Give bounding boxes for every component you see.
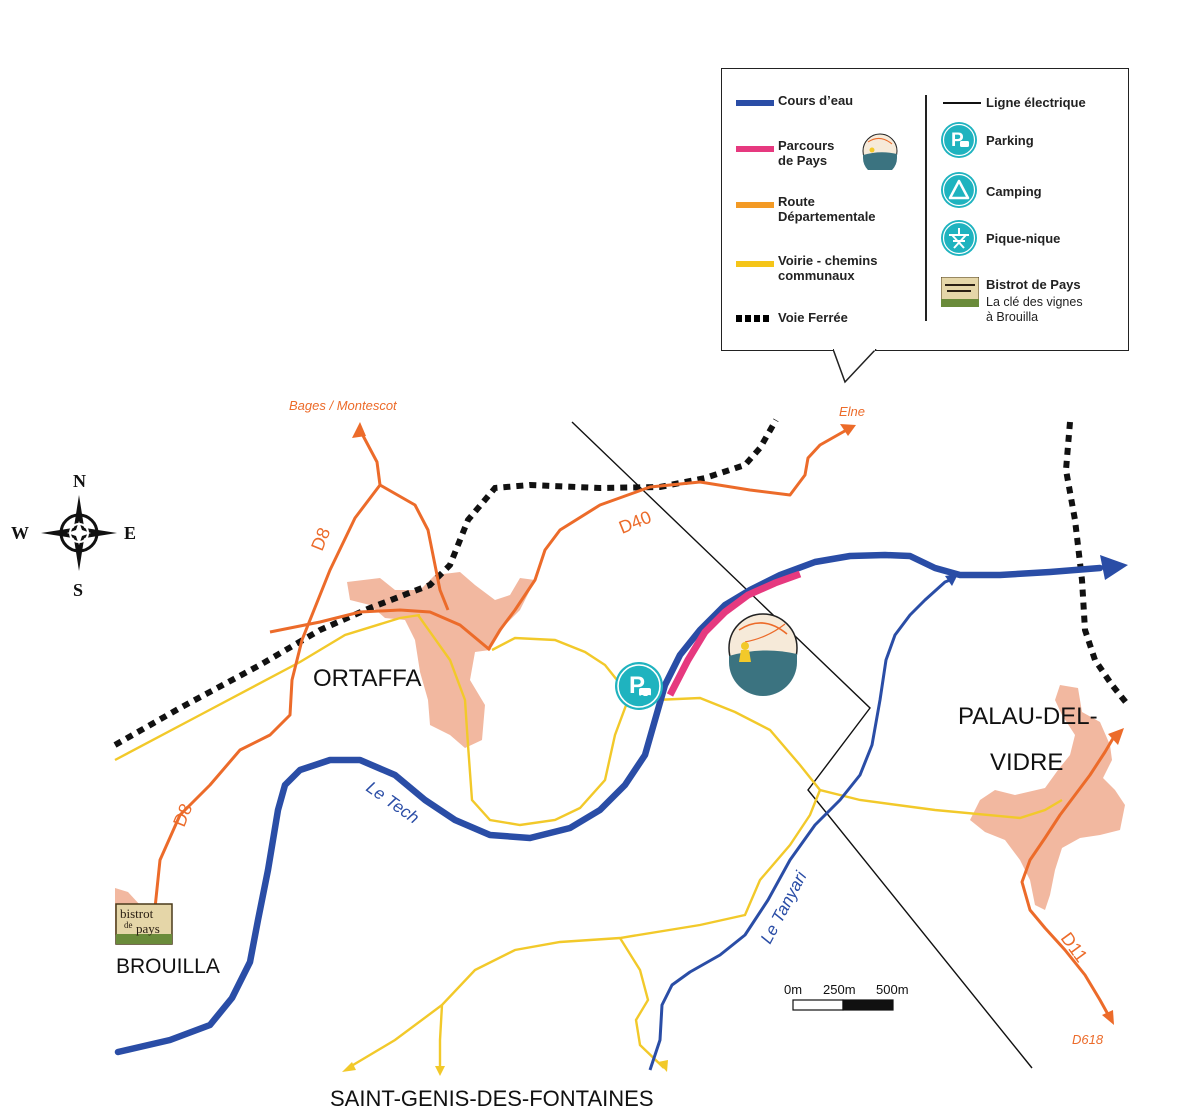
legend-swatch-ligne <box>943 102 981 104</box>
legend-label-picnic: Pique-nique <box>986 231 1061 246</box>
legend-bistrot-icon <box>941 277 979 307</box>
legend-sublabel-bistrot: La clé des vignes à Brouilla <box>986 295 1083 324</box>
river-label-tech: Le Tech <box>363 778 423 828</box>
road-label-d8-north: D8 <box>307 525 334 554</box>
legend: Cours d’eau Parcours de Pays Route Dépar… <box>721 68 1129 351</box>
legend-label-camping: Camping <box>986 184 1042 199</box>
legend-label-ligne: Ligne électrique <box>986 95 1086 110</box>
town-label-saint-genis: SAINT-GENIS-DES-FONTAINES <box>330 1086 654 1111</box>
legend-picnic-icon <box>941 220 977 256</box>
tanyari-arrow <box>945 574 958 586</box>
road-label-d8-south: D8 <box>169 801 196 830</box>
legend-swatch-voie-ferree <box>736 315 770 322</box>
compass-rose: N S E W <box>11 471 136 600</box>
road-label-d40: D40 <box>616 507 654 538</box>
svg-text:S: S <box>73 580 83 600</box>
scale-label-0: 0m <box>784 982 802 997</box>
hiker-icon <box>728 613 798 696</box>
svg-text:E: E <box>124 523 136 543</box>
legend-camping-icon <box>941 172 977 208</box>
legend-label-voirie: Voirie - chemins communaux <box>778 253 878 283</box>
svg-text:N: N <box>73 471 86 491</box>
town-label-palau-1: PALAU-DEL- <box>958 703 1098 730</box>
town-label-ortaffa: ORTAFFA <box>313 665 421 692</box>
svg-text:W: W <box>11 523 29 543</box>
legend-label-route: Route Départementale <box>778 194 876 224</box>
legend-parking-icon: P <box>941 122 977 158</box>
river-tanyari <box>648 576 956 1071</box>
town-label-brouilla: BROUILLA <box>116 955 220 978</box>
destination-bages: Bages / Montescot <box>289 398 398 413</box>
town-area-ortaffa <box>347 572 535 748</box>
railway <box>113 418 1131 748</box>
bistrot-icon: bistrot de pays <box>115 903 173 945</box>
voirie-network <box>114 613 1063 1070</box>
svg-text:pays: pays <box>136 921 160 936</box>
legend-separator <box>925 95 927 321</box>
legend-swatch-voirie <box>736 261 774 267</box>
river-tech <box>114 551 1104 1056</box>
legend-label-parcours: Parcours de Pays <box>778 138 835 168</box>
scale-bar: 0m 250m 500m <box>784 982 909 1011</box>
destination-elne: Elne <box>839 404 865 419</box>
svg-text:P: P <box>951 130 964 151</box>
legend-hiker-icon <box>862 133 898 170</box>
parking-icon: P <box>615 662 663 710</box>
legend-label-parking: Parking <box>986 133 1034 148</box>
voirie-arrows <box>342 1060 668 1076</box>
parcours-de-pays <box>666 570 802 697</box>
legend-label-cours-eau: Cours d’eau <box>778 93 854 108</box>
svg-text:bistrot: bistrot <box>120 906 154 921</box>
legend-swatch-route <box>736 202 774 208</box>
town-label-palau-2: VIDRE <box>990 749 1063 776</box>
legend-swatch-cours-eau <box>736 100 774 106</box>
road-label-d11: D11 <box>1057 929 1092 966</box>
destination-d618: D618 <box>1072 1032 1104 1047</box>
town-area-palau <box>970 685 1125 910</box>
route-network <box>153 426 1117 1019</box>
power-line <box>571 421 1033 1069</box>
route-arrows <box>352 422 1124 1025</box>
scale-label-500: 500m <box>876 982 909 997</box>
legend-swatch-parcours <box>736 146 774 152</box>
svg-text:de: de <box>124 920 133 930</box>
river-arrow <box>1100 555 1128 580</box>
legend-callout-tail <box>833 349 877 384</box>
legend-label-voie-ferree: Voie Ferrée <box>778 310 848 325</box>
legend-label-bistrot: Bistrot de Pays <box>986 277 1081 292</box>
scale-label-250: 250m <box>823 982 856 997</box>
